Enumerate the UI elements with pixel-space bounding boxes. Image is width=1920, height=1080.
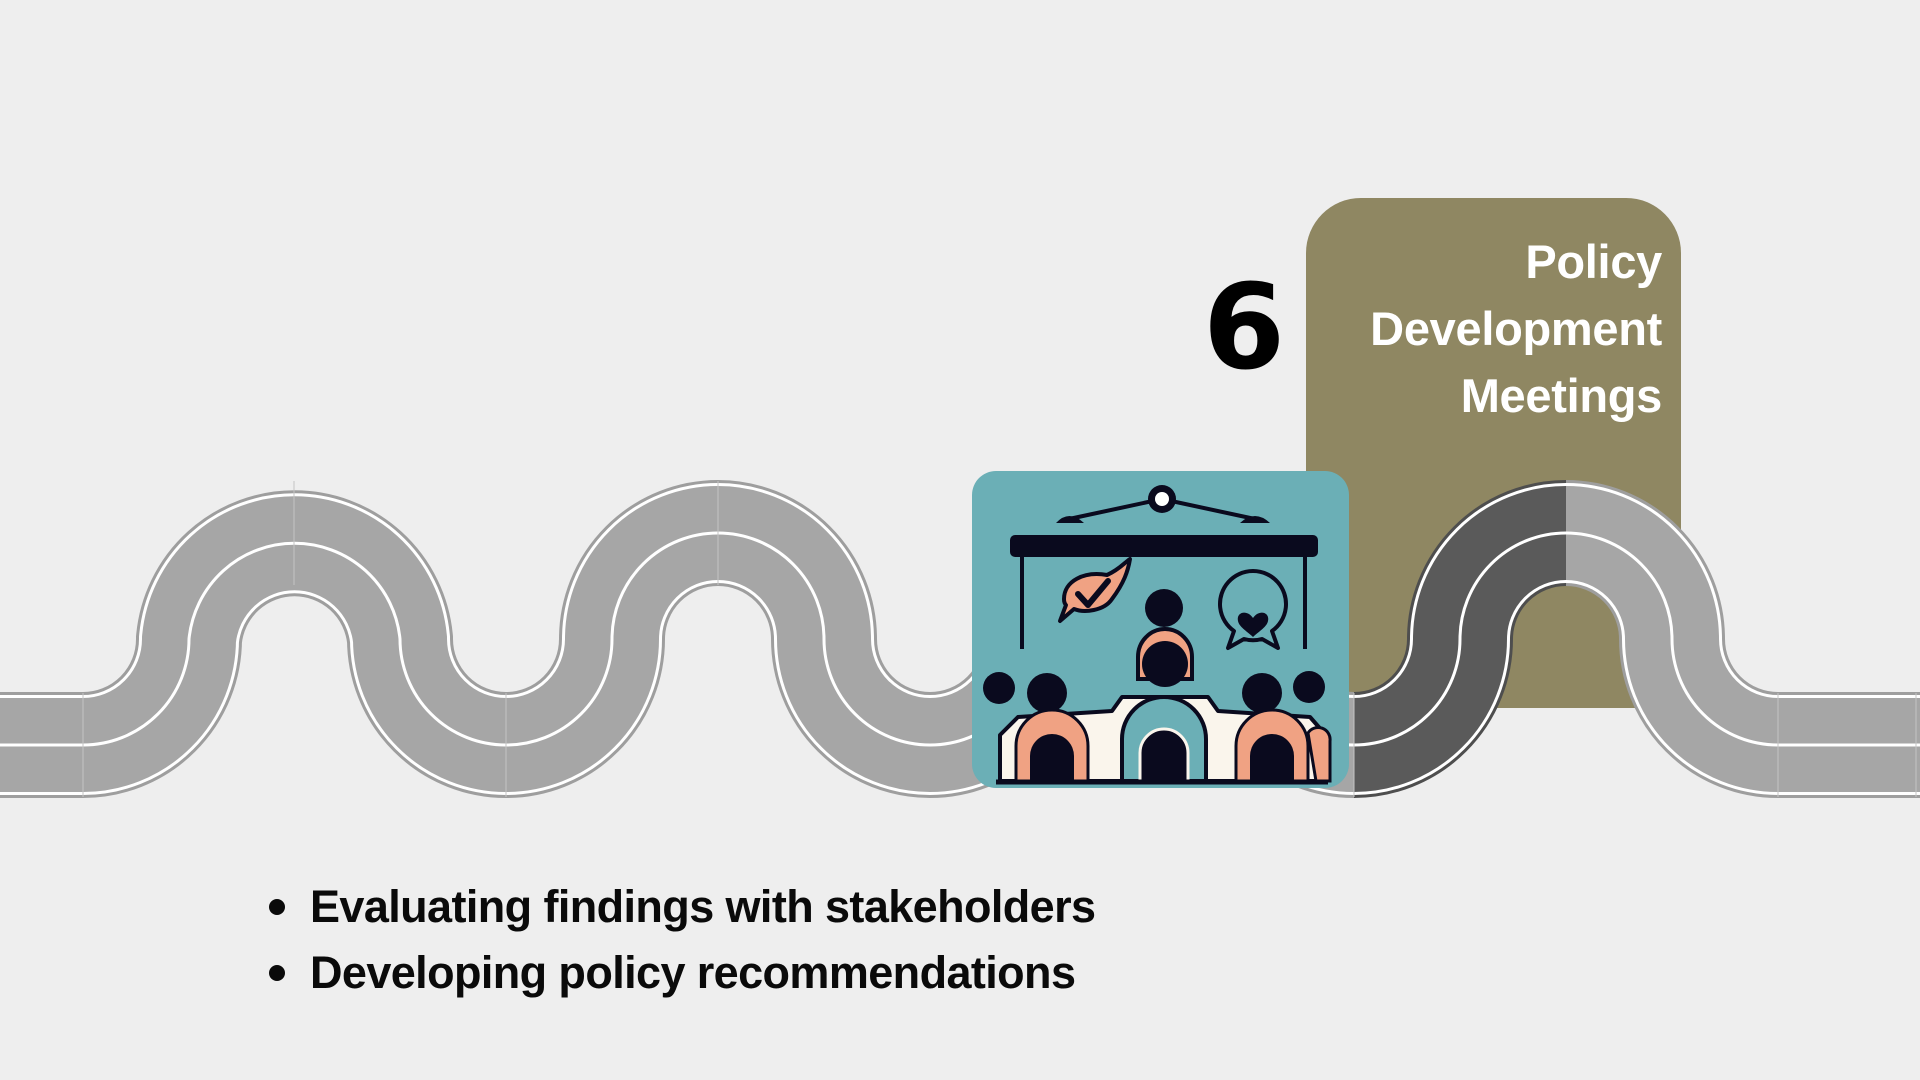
bullet-dot-icon (269, 965, 285, 981)
step-details-list: Evaluating findings with stakeholders De… (262, 874, 1096, 1006)
bullet-item: Developing policy recommendations (262, 940, 1095, 1006)
bullet-text: Evaluating findings with stakeholders (310, 881, 1096, 932)
bullet-text: Developing policy recommendations (310, 947, 1076, 998)
step-title: Policy Development Meetings (1370, 228, 1662, 429)
heart-bubble-icon (1218, 569, 1288, 650)
bullet-dot-icon (269, 899, 285, 915)
step-title-line-3: Meetings (1460, 369, 1663, 422)
step-number: 6 (1203, 258, 1285, 396)
meeting-presentation-icon (983, 485, 1332, 785)
meeting-illustration (972, 471, 1349, 788)
step-title-line-2: Development (1370, 302, 1662, 355)
bullet-item: Evaluating findings with stakeholders (262, 874, 1096, 940)
check-bubble-icon (1058, 557, 1132, 623)
step-title-line-1: Policy (1525, 235, 1662, 288)
